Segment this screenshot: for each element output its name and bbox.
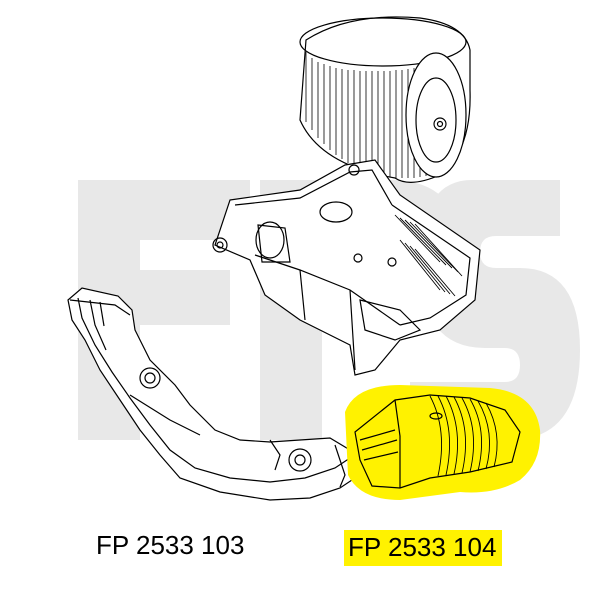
part-number-label-right: FP 2533 104: [344, 530, 503, 566]
air-filter-element: [299, 16, 471, 183]
connector-hose: [354, 394, 521, 489]
air-filter-housing: [212, 159, 481, 376]
connector-hose-highlight: [345, 385, 541, 500]
part-number-label-left: FP 2533 103: [96, 530, 245, 560]
